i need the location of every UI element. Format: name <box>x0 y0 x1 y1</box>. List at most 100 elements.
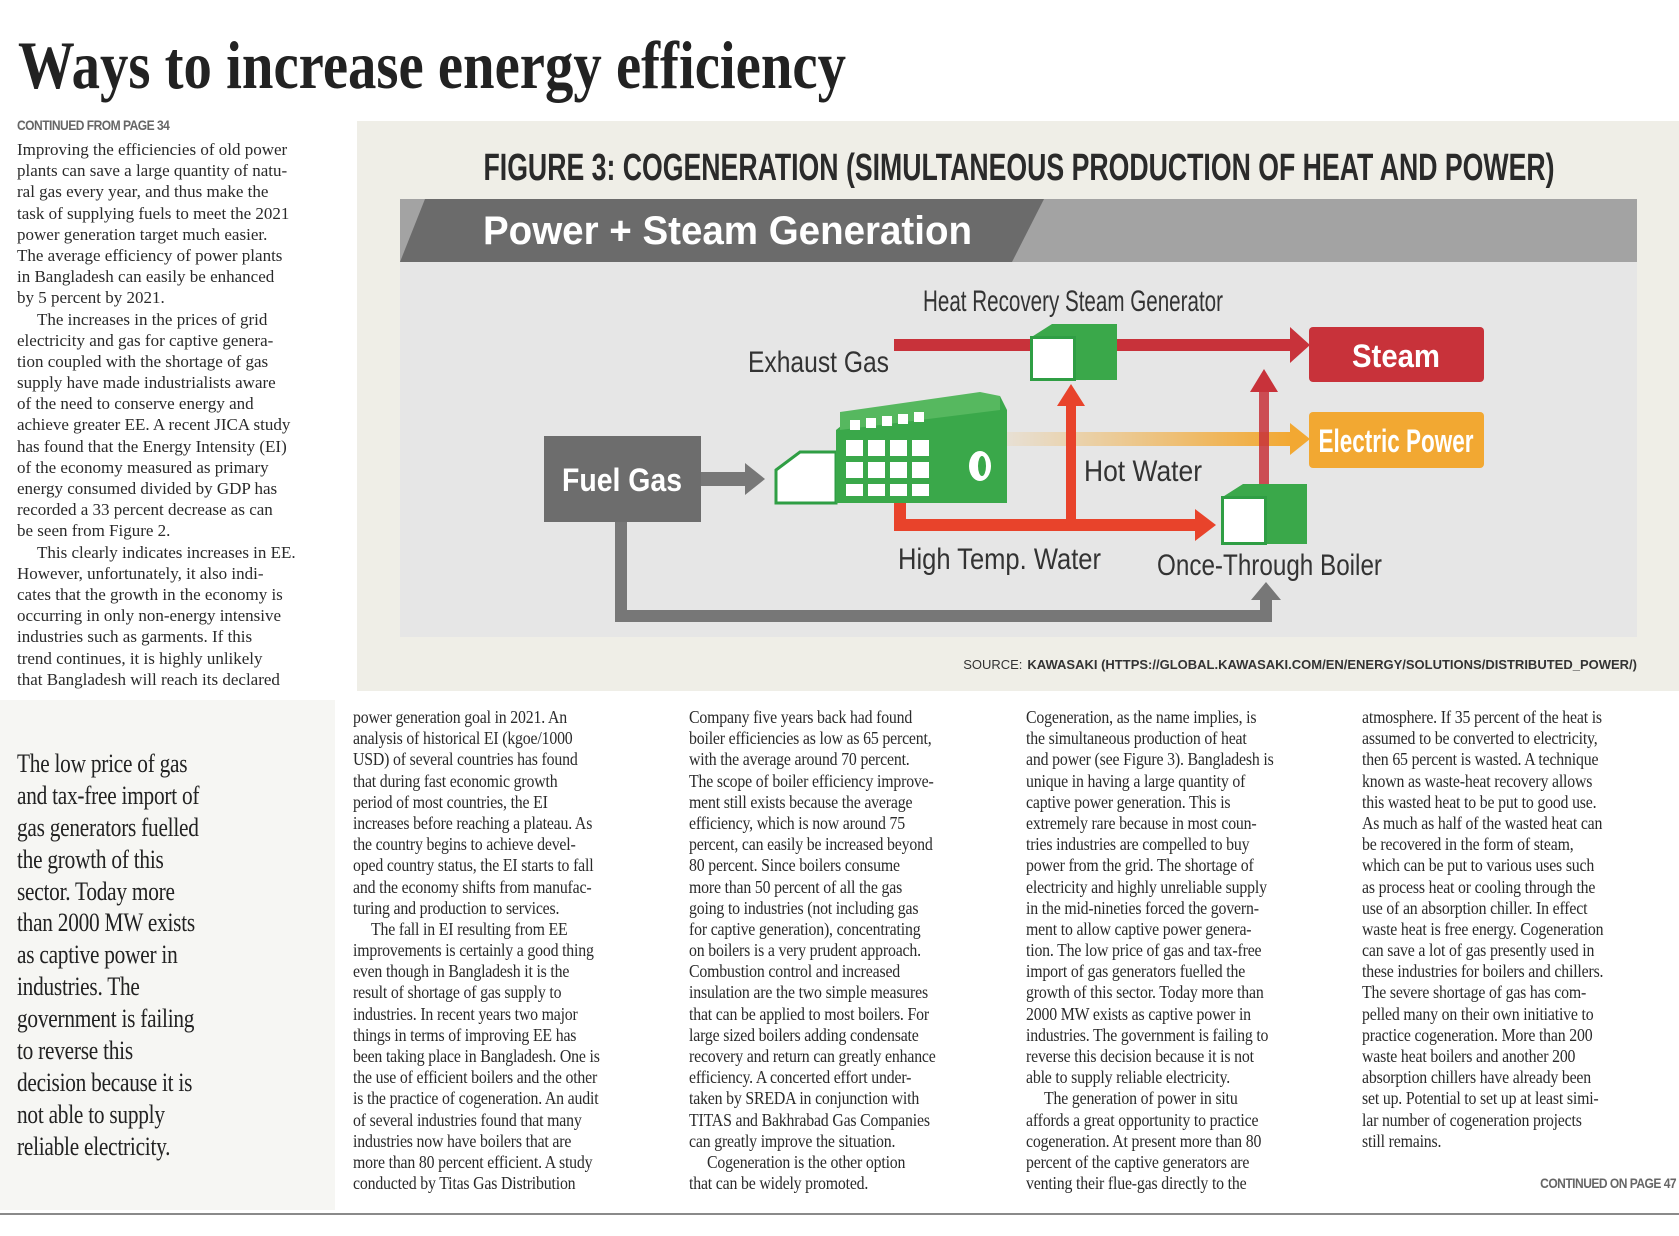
pull-quote-line: industries. The <box>17 972 140 1002</box>
text-line: be seen from Figure 2. <box>17 521 171 541</box>
text-line: industries. In recent years two major <box>353 1003 578 1024</box>
text-line: that can be applied to most boilers. For <box>689 1003 929 1024</box>
text-line: then 65 percent is wasted. A technique <box>1362 749 1599 770</box>
text-line: cates that the growth in the economy is <box>17 584 283 604</box>
pull-quote-line: the growth of this <box>17 844 164 874</box>
text-line: use of an absorption chiller. In effect <box>1362 897 1588 918</box>
text-line: that Bangladesh will reach its declared <box>17 669 280 689</box>
text-line: ral gas every year, and thus make the <box>17 182 269 202</box>
continued-on-label: CONTINUED ON PAGE 47 <box>1540 1175 1676 1191</box>
pull-quote-line: than 2000 MW exists <box>17 908 195 938</box>
text-line: known as waste-heat recovery allows <box>1362 770 1593 791</box>
text-line: as process heat or cooling through the <box>1362 876 1596 897</box>
gas-engine-plant-icon <box>774 392 1007 505</box>
text-line: and power (see Figure 3). Bangladesh is <box>1026 749 1274 770</box>
hot-water-label: Hot Water <box>1084 455 1202 488</box>
text-line: achieve greater EE. A recent JICA study <box>17 415 291 435</box>
electric-power-arrow <box>1007 423 1310 455</box>
text-line: The scope of boiler efficiency improve- <box>689 770 934 791</box>
figure-title: FIGURE 3: COGENERATION (SIMULTANEOUS PRO… <box>484 147 1555 189</box>
text-line: pelled many on their own initiative to <box>1362 1003 1594 1024</box>
text-line: As much as half of the wasted heat can <box>1362 812 1603 833</box>
once-through-boiler-label: Once-Through Boiler <box>1157 549 1382 582</box>
electric-power-label: Electric Power <box>1319 423 1474 459</box>
pull-quote-line: to reverse this <box>17 1036 133 1066</box>
text-line: able to supply reliable electricity. <box>1026 1067 1230 1088</box>
text-line: and the economy shifts from manufac- <box>353 876 592 897</box>
text-line: electricity and gas for captive genera- <box>17 330 274 350</box>
text-line: electricity and highly unreliable supply <box>1026 876 1267 897</box>
exhaust-gas-label: Exhaust Gas <box>748 346 889 379</box>
text-line: is the practice of cogeneration. An audi… <box>353 1088 599 1109</box>
electric-power-box <box>1309 412 1484 468</box>
text-line: Cogeneration, as the name implies, is <box>1026 707 1257 727</box>
text-line: However, unfortunately, it also indi- <box>17 563 264 583</box>
pull-quote-line: reliable electricity. <box>17 1131 171 1161</box>
text-line: the use of efficient boilers and the oth… <box>353 1067 598 1088</box>
text-line: The average efficiency of power plants <box>17 245 283 265</box>
text-line: captive power generation. This is <box>1026 791 1231 812</box>
text-line: taken by SREDA in conjunction with <box>689 1088 920 1109</box>
text-line: Cogeneration is the other option <box>707 1151 906 1172</box>
text-line: assumed to be converted to electricity, <box>1362 728 1598 749</box>
text-line: absorption chillers have already been <box>1362 1067 1592 1088</box>
text-line: more than 50 percent of all the gas <box>689 876 903 897</box>
text-line: recovery and return can greatly enhance <box>689 1046 936 1066</box>
fuel-gas-label: Fuel Gas <box>562 462 682 498</box>
text-line: tries industries are compelled to buy <box>1026 834 1250 855</box>
text-line: growth of this sector. Today more than <box>1026 982 1264 1003</box>
text-line: waste heat is free energy. Cogeneration <box>1362 918 1604 939</box>
figure-source: SOURCE:KAWASAKI (HTTPS://GLOBAL.KAWASAKI… <box>963 657 1637 672</box>
text-line: the country begins to achieve devel- <box>353 834 576 855</box>
text-line: plants can save a large quantity of natu… <box>17 161 288 181</box>
text-line: power generation goal in 2021. An <box>353 707 567 727</box>
text-line: been taking place in Bangladesh. One is <box>353 1046 600 1066</box>
text-line: the simultaneous production of heat <box>1026 728 1247 749</box>
text-line: more than 80 percent efficient. A study <box>353 1151 593 1172</box>
text-line: industries. The government is failing to <box>1026 1024 1269 1045</box>
text-line: The fall in EI resulting from EE <box>371 918 568 939</box>
high-temp-water-arrow <box>894 500 1216 541</box>
pull-quote-line: government is failing <box>17 1004 195 1034</box>
pull-quote-line: decision because it is <box>17 1067 193 1097</box>
text-line: power from the grid. The shortage of <box>1026 855 1254 876</box>
text-line: task of supplying fuels to meet the 2021 <box>17 203 290 223</box>
text-line: has found that the Energy Intensity (EI) <box>17 436 287 456</box>
pull-quote-line: as captive power in <box>17 940 178 970</box>
text-line: extremely rare because in most coun- <box>1026 812 1257 833</box>
text-line: by 5 percent by 2021. <box>17 288 165 308</box>
text-line: ment still exists because the average <box>689 791 913 812</box>
text-line: efficiency, which is now around 75 <box>689 812 905 833</box>
text-line: this wasted heat to be put to good use. <box>1362 791 1597 812</box>
text-line: which can be put to various uses such <box>1362 855 1595 876</box>
hot-water-arrow <box>1057 384 1085 525</box>
text-line: oped country status, the EI starts to fa… <box>353 855 594 876</box>
text-line: can save a lot of gas presently used in <box>1362 940 1595 961</box>
text-line: going to industries (not including gas <box>689 897 919 918</box>
headline-text: Ways to increase energy efficiency <box>18 28 846 103</box>
text-line: 2000 MW exists as captive power in <box>1026 1003 1251 1024</box>
bottom-rule <box>0 1213 1679 1215</box>
pull-quote-line: The low price of gas <box>17 749 188 778</box>
text-line: reverse this decision because it is not <box>1026 1046 1254 1066</box>
high-temp-water-label: High Temp. Water <box>898 543 1101 576</box>
steam-label: Steam <box>1352 338 1440 374</box>
text-line: cogeneration. At present more than 80 <box>1026 1130 1262 1151</box>
text-line: percent, can easily be increased beyond <box>689 834 933 855</box>
text-line: This clearly indicates increases in EE. <box>37 542 296 562</box>
hrsg-label: Heat Recovery Steam Generator <box>923 285 1223 318</box>
pull-quote-line: sector. Today more <box>17 876 175 906</box>
text-line: in the mid-nineties forced the govern- <box>1026 897 1259 918</box>
continued-from-label: CONTINUED FROM PAGE 34 <box>17 117 170 133</box>
text-line: even though in Bangladesh it is the <box>353 961 570 982</box>
text-line: improvements is certainly a good thing <box>353 940 594 961</box>
text-line: be recovered in the form of steam, <box>1362 834 1574 855</box>
text-line: import of gas generators fuelled the <box>1026 961 1246 982</box>
pull-quote-line: and tax-free import of <box>17 780 200 810</box>
text-line: power generation target much easier. <box>17 224 268 244</box>
text-line: unique in having a large quantity of <box>1026 770 1246 791</box>
text-line: The increases in the prices of grid <box>37 309 268 329</box>
